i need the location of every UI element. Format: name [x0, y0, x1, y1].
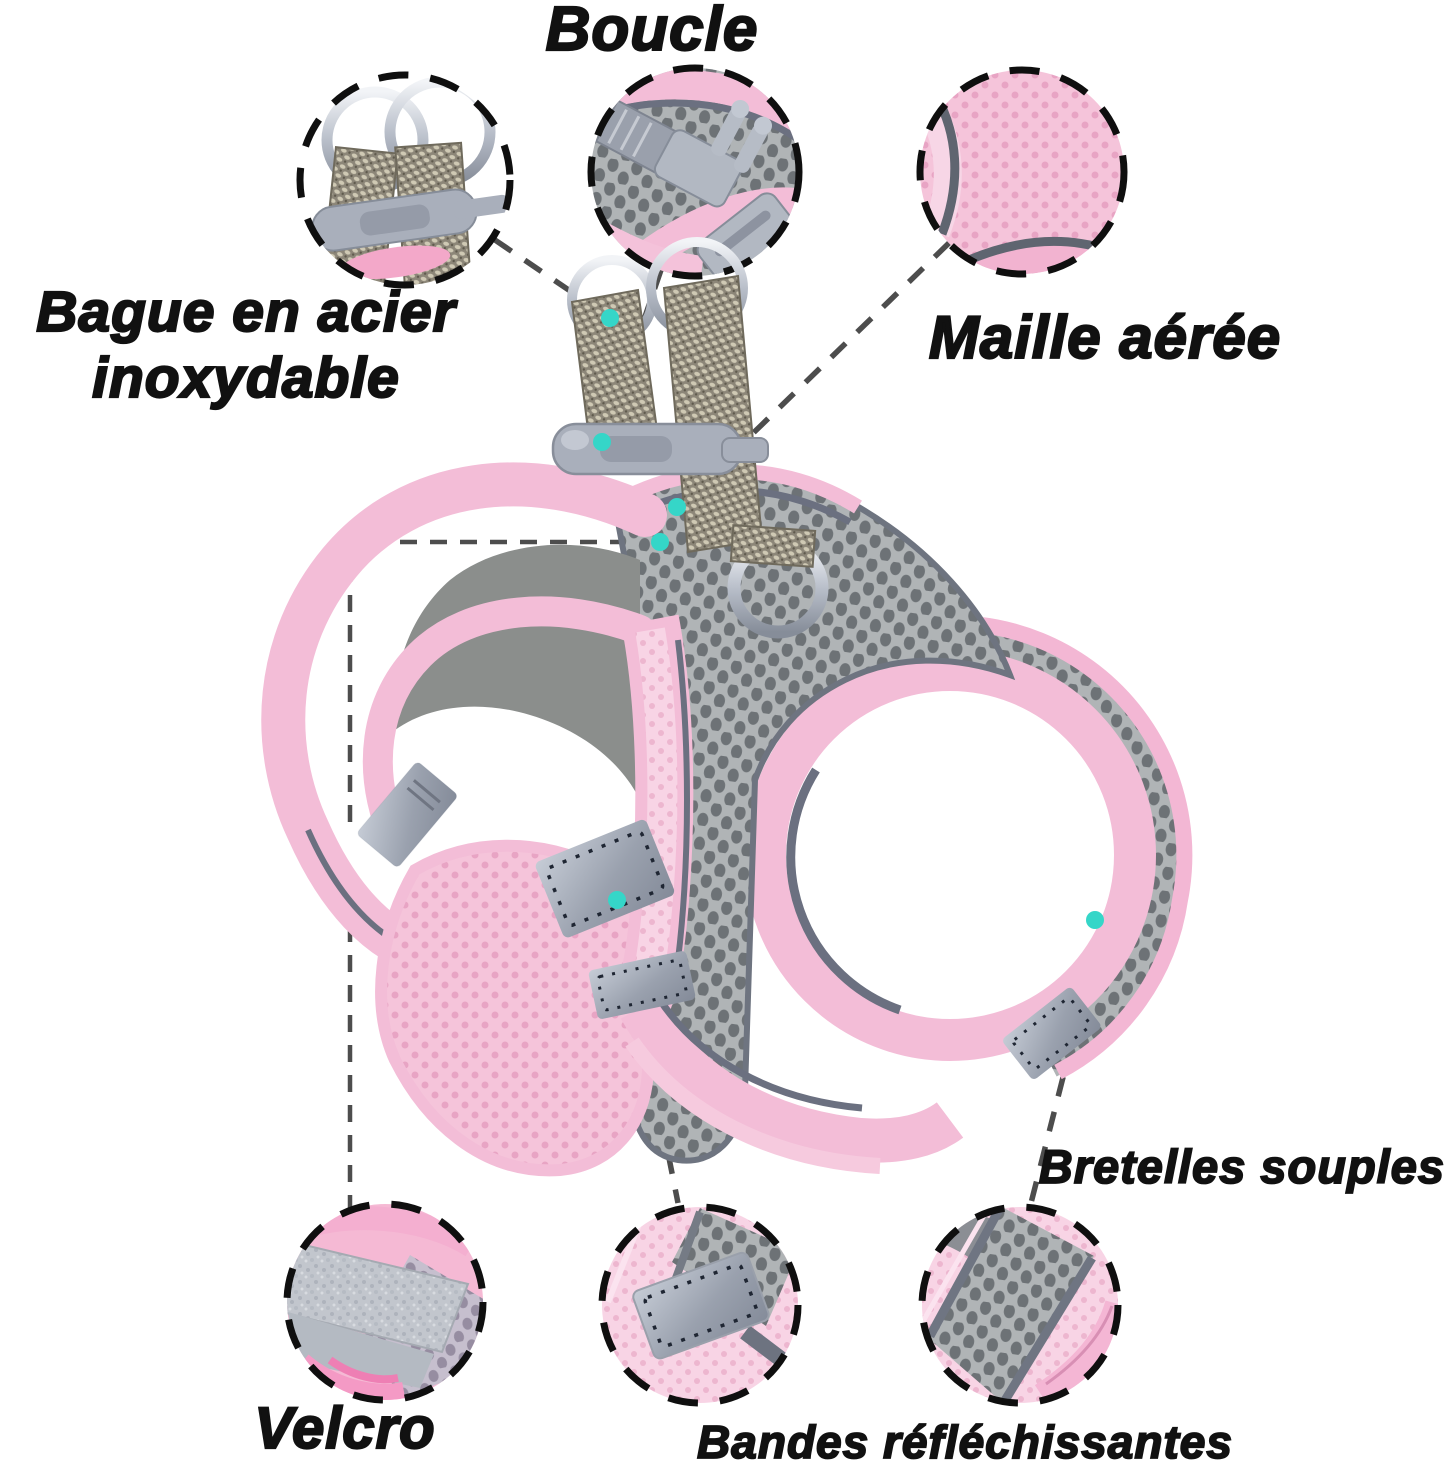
callout-circle-soft-straps	[918, 1203, 1122, 1407]
label-buckle: Boucle	[545, 0, 759, 65]
reflective-tab-chest	[535, 819, 675, 938]
slider-buckle	[551, 422, 769, 476]
callout-circle-reflective-band	[598, 1203, 802, 1407]
connector-line-straps	[1027, 1041, 1075, 1208]
label-reflective-bands: Bandes réfléchissantes	[696, 1415, 1233, 1469]
callout-circle-velcro	[283, 1200, 487, 1404]
callout-border-soft-straps	[918, 1203, 1122, 1407]
callout-border-buckle	[587, 64, 803, 280]
reflective-tab-right-strap	[1003, 987, 1101, 1079]
marker-dot-buckle	[593, 433, 611, 451]
callout-circle-steel-rings	[296, 71, 514, 289]
harness-reflective-tabs	[357, 762, 1101, 1079]
marker-dot-trim	[651, 533, 669, 551]
marker-dot-d-ring	[601, 309, 619, 327]
callout-border-steel-rings	[296, 71, 514, 289]
marker-dot-reflective	[608, 891, 626, 909]
label-steel-ring: Bague en acier inoxydable	[0, 279, 492, 411]
reflective-tab-left	[357, 762, 457, 867]
reflective-tab-bottom	[588, 951, 696, 1019]
teal-marker-dots	[593, 309, 1104, 929]
callout-circle-mesh	[916, 66, 1128, 278]
marker-dot-right-strap	[1086, 911, 1104, 929]
callout-border-velcro	[283, 1200, 487, 1404]
harness-right-strap-ring	[744, 615, 1193, 1080]
label-soft-straps: Bretelles souples	[1038, 1139, 1445, 1194]
callout-border-reflective-band	[598, 1203, 802, 1407]
webbing-fold	[729, 524, 817, 568]
harness-front-strap	[613, 614, 694, 1020]
harness-top-hardware	[551, 237, 829, 639]
callout-border-mesh	[916, 66, 1128, 278]
harness-belly-band	[620, 996, 964, 1174]
label-steel-ring-line2: inoxydable	[91, 344, 400, 410]
label-velcro: Velcro	[253, 1395, 436, 1462]
connector-line-mesh	[675, 241, 951, 509]
harness-illustration	[261, 237, 1193, 1177]
connector-line-reflective	[637, 1012, 681, 1204]
callout-circle-buckle	[587, 64, 803, 280]
label-steel-ring-line1: Bague en acier	[35, 279, 456, 345]
marker-dot-mesh	[668, 498, 686, 516]
label-breathable-mesh: Maille aérée	[928, 303, 1282, 372]
